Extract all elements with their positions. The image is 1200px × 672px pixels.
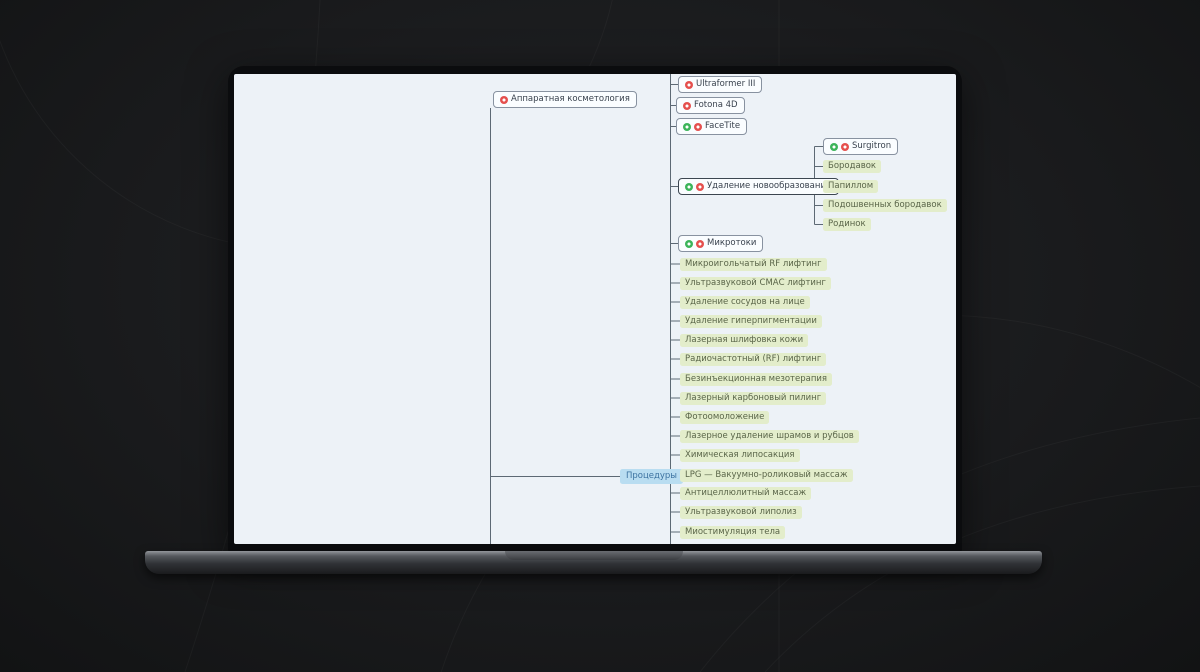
procedure-leaf[interactable]: Химическая липосакция (680, 449, 800, 462)
status-green-icon (685, 239, 693, 248)
status-red-icon (500, 95, 508, 104)
procedure-leaf[interactable]: Удаление гиперпигментации (680, 315, 822, 328)
status-red-icon (696, 182, 704, 191)
removal-leaf[interactable]: Родинок (823, 218, 871, 231)
root-node-label: Аппаратная косметология (511, 94, 630, 104)
laptop-base-notch (504, 551, 683, 560)
procedure-leaf[interactable]: Ультразвуковой липолиз (680, 506, 802, 519)
procedure-leaf[interactable]: Антицеллюлитный массаж (680, 487, 812, 500)
procedure-leaf[interactable]: Миостимуляция тела (680, 526, 786, 539)
surgitron-node-label: Surgitron (852, 141, 892, 151)
procedure-leaf[interactable]: Микроигольчатый RF лифтинг (680, 258, 827, 271)
device-node-label: Fotona 4D (694, 100, 738, 110)
laptop-base (145, 551, 1042, 574)
procedure-leaf[interactable]: Радиочастотный (RF) лифтинг (680, 353, 827, 366)
status-red-icon (685, 80, 693, 89)
device-node-ultraformer[interactable]: Ultraformer III (678, 76, 763, 93)
status-red-icon (683, 101, 691, 110)
status-green-icon (683, 122, 691, 131)
procedure-leaf[interactable]: Безинъекционная мезотерапия (680, 373, 833, 386)
status-red-icon (841, 142, 849, 151)
procedure-leaf[interactable]: Лазерная шлифовка кожи (680, 334, 809, 347)
procedure-leaf[interactable]: Ультразвуковой СМАС лифтинг (680, 277, 831, 290)
device-node-label: FaceTite (705, 121, 741, 131)
microcurrents-node[interactable]: Микротоки (678, 235, 764, 252)
procedure-leaf[interactable]: Удаление сосудов на лице (680, 296, 810, 309)
device-node-fotona[interactable]: Fotona 4D (676, 97, 745, 114)
procedure-leaf[interactable]: Лазерное удаление шрамов и рубцов (680, 430, 859, 443)
procedures-node[interactable]: Процедуры (620, 469, 684, 484)
status-red-icon (696, 239, 704, 248)
procedure-leaf[interactable]: Лазерный карбоновый пилинг (680, 392, 827, 405)
device-node-label: Ultraformer III (696, 79, 756, 89)
removal-leaf[interactable]: Папиллом (823, 180, 879, 193)
removal-node-label: Удаление новообразований (707, 181, 832, 191)
removal-node[interactable]: Удаление новообразований (678, 178, 839, 195)
surgitron-node[interactable]: Surgitron (823, 138, 899, 155)
removal-leaf[interactable]: Бородавок (823, 160, 882, 173)
laptop-mockup: Аппаратная косметология Ultraformer III … (228, 66, 962, 553)
root-node[interactable]: Аппаратная косметология (493, 91, 637, 108)
removal-leaf[interactable]: Подошвенных бородавок (823, 199, 947, 212)
mindmap-canvas[interactable]: Аппаратная косметология Ultraformer III … (234, 74, 956, 544)
microcurrents-node-label: Микротоки (707, 238, 757, 248)
status-red-icon (694, 122, 702, 131)
status-green-icon (830, 142, 838, 151)
device-node-facetite[interactable]: FaceTite (676, 118, 748, 135)
status-green-icon (685, 182, 693, 191)
procedure-leaf[interactable]: Фотоомоложение (680, 411, 770, 424)
procedure-leaf[interactable]: LPG — Вакуумно-роликовый массаж (680, 469, 853, 482)
